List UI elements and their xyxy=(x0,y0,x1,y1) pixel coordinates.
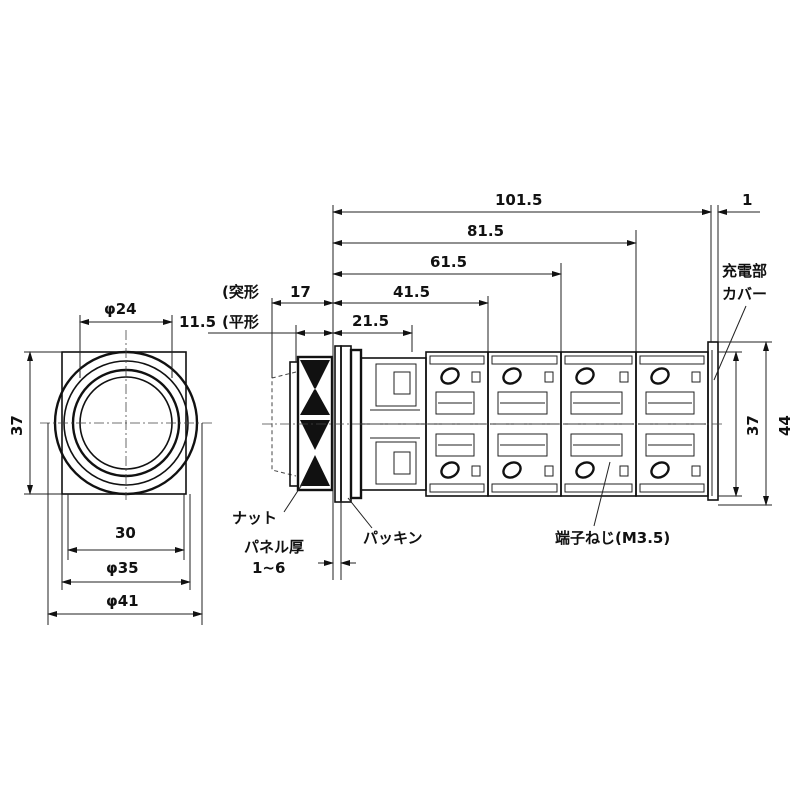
label-panel-thickness-1: パネル厚 xyxy=(244,538,304,556)
dim-61-5: 61.5 xyxy=(430,253,467,271)
terminal-nut xyxy=(544,465,554,477)
terminal-screw-upper xyxy=(575,367,595,385)
nut-shading xyxy=(300,360,330,486)
dim-d41: φ41 xyxy=(106,592,139,610)
contact-block-bottom-lip xyxy=(429,483,485,493)
terminal-screw-lower xyxy=(575,461,595,479)
dim-w30: 30 xyxy=(115,524,136,542)
contact-slot-lower xyxy=(570,433,623,457)
contact-slot-upper xyxy=(497,391,548,415)
contact-blocks xyxy=(425,351,709,497)
leader-packing xyxy=(347,497,373,529)
dim-41-5: 41.5 xyxy=(393,283,430,301)
terminal-screw-lower xyxy=(502,461,522,479)
dim-h37-side: 37 xyxy=(744,415,762,436)
side-view: 101.5 1 81.5 61.5 41.5 17 (突形 21.5 11.5 … xyxy=(179,191,794,580)
front-view: φ24 37 30 φ35 φ41 xyxy=(8,300,212,625)
dim-h44: 44 xyxy=(776,415,794,436)
charging-cover xyxy=(707,341,719,501)
contact-slot-upper xyxy=(435,391,475,415)
contact-block-top-lip xyxy=(429,355,485,365)
leader-charging-cover xyxy=(713,305,747,381)
dim-101-5: 101.5 xyxy=(495,191,542,209)
terminal-nut xyxy=(619,371,629,383)
contact-block-top-lip xyxy=(564,355,633,365)
leader-nut xyxy=(283,482,304,513)
terminal-screw-upper xyxy=(440,367,460,385)
terminal-screw-lower xyxy=(650,461,670,479)
dim-81-5: 81.5 xyxy=(467,222,504,240)
contact-slot-lower xyxy=(435,433,475,457)
terminal-screw-lower xyxy=(440,461,460,479)
terminal-nut xyxy=(471,371,481,383)
contact-block-bottom-lip xyxy=(564,483,633,493)
terminal-nut xyxy=(619,465,629,477)
nut-body xyxy=(296,355,334,492)
leader-terminal-screw xyxy=(593,461,611,527)
contact-slot-lower xyxy=(645,433,695,457)
dim-d24: φ24 xyxy=(104,300,137,318)
label-charging-cover-2: カバー xyxy=(722,285,767,303)
contact-slot-upper xyxy=(645,391,695,415)
dim-21-5: 21.5 xyxy=(352,312,389,330)
contact-block-bottom-lip xyxy=(639,483,705,493)
contact-block-top-lip xyxy=(491,355,558,365)
dim-17: 17 xyxy=(290,283,311,301)
dim-d35: φ35 xyxy=(106,559,139,577)
label-charging-cover-1: 充電部 xyxy=(722,262,767,280)
contact-block-bottom-lip xyxy=(491,483,558,493)
contact-block-top-lip xyxy=(639,355,705,365)
contact-slot-lower xyxy=(497,433,548,457)
label-protruding: (突形 xyxy=(222,283,259,301)
contact-slot-upper xyxy=(570,391,623,415)
terminal-nut xyxy=(544,371,554,383)
terminal-screw-upper xyxy=(650,367,670,385)
label-panel-thickness-2: 1~6 xyxy=(252,559,285,577)
label-packing: パッキン xyxy=(363,529,423,547)
terminal-nut xyxy=(691,465,701,477)
terminal-nut xyxy=(471,465,481,477)
dim-11-5: 11.5 xyxy=(179,313,216,331)
dim-h37-front: 37 xyxy=(8,415,26,436)
label-flat: (平形 xyxy=(222,313,259,331)
terminal-screw-upper xyxy=(502,367,522,385)
terminal-nut xyxy=(691,371,701,383)
label-terminal-screw: 端子ねじ(M3.5) xyxy=(555,529,670,547)
label-nut: ナット xyxy=(232,509,277,527)
dim-1: 1 xyxy=(742,191,752,209)
